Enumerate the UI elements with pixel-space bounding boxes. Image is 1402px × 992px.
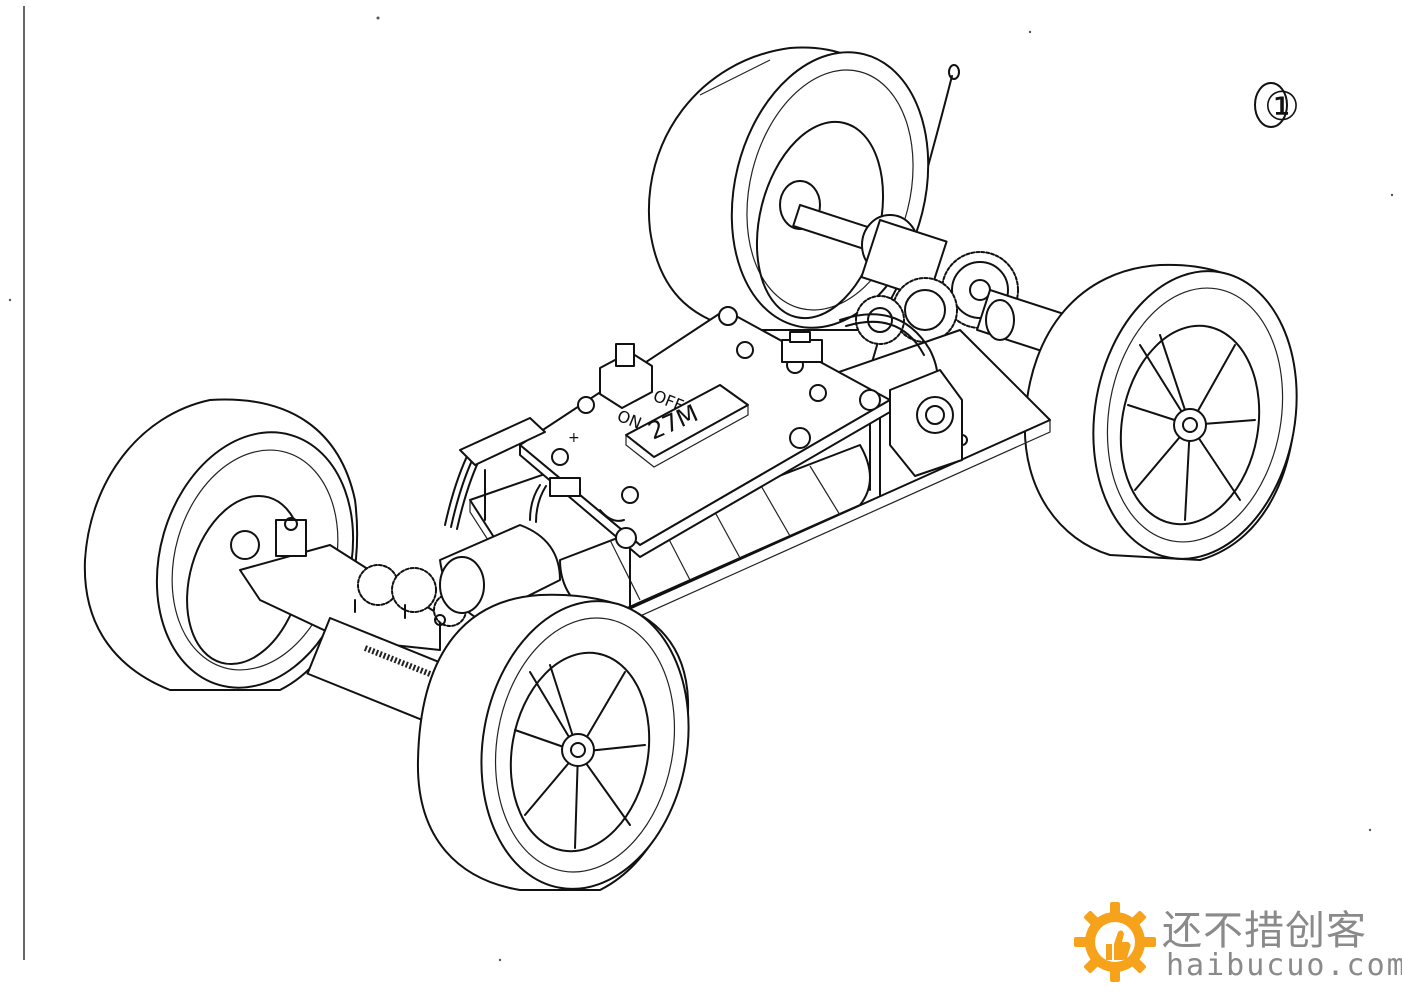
wheel-rear-right <box>1023 263 1298 561</box>
scan-specks <box>8 16 1394 962</box>
battery-pack <box>559 444 871 621</box>
wheel-front-left <box>83 398 359 691</box>
step-number: ① <box>1264 84 1300 130</box>
battery-connector <box>459 417 581 497</box>
rear-connector <box>781 331 823 363</box>
polarity-plus-label: + <box>568 430 580 446</box>
watermark: 还不措创客 haibucuo.com <box>1066 896 1402 988</box>
step-number-marker: ① <box>1254 82 1300 130</box>
front-gear-2 <box>391 567 437 619</box>
power-switch <box>599 343 653 409</box>
circuit-board: ON OFF 27M + <box>519 306 891 558</box>
drive-motor <box>889 369 963 477</box>
watermark-title: 还不措创客 <box>1162 908 1367 954</box>
direction-arrow <box>599 509 625 522</box>
front-steering-assembly <box>239 517 467 724</box>
steering-motor <box>439 524 561 621</box>
rear-gear-small <box>855 295 905 345</box>
watermark-url[interactable]: haibucuo.com <box>1166 948 1402 983</box>
wheel-front-right <box>416 593 690 891</box>
gear-thumbs-up-icon <box>1074 902 1156 982</box>
